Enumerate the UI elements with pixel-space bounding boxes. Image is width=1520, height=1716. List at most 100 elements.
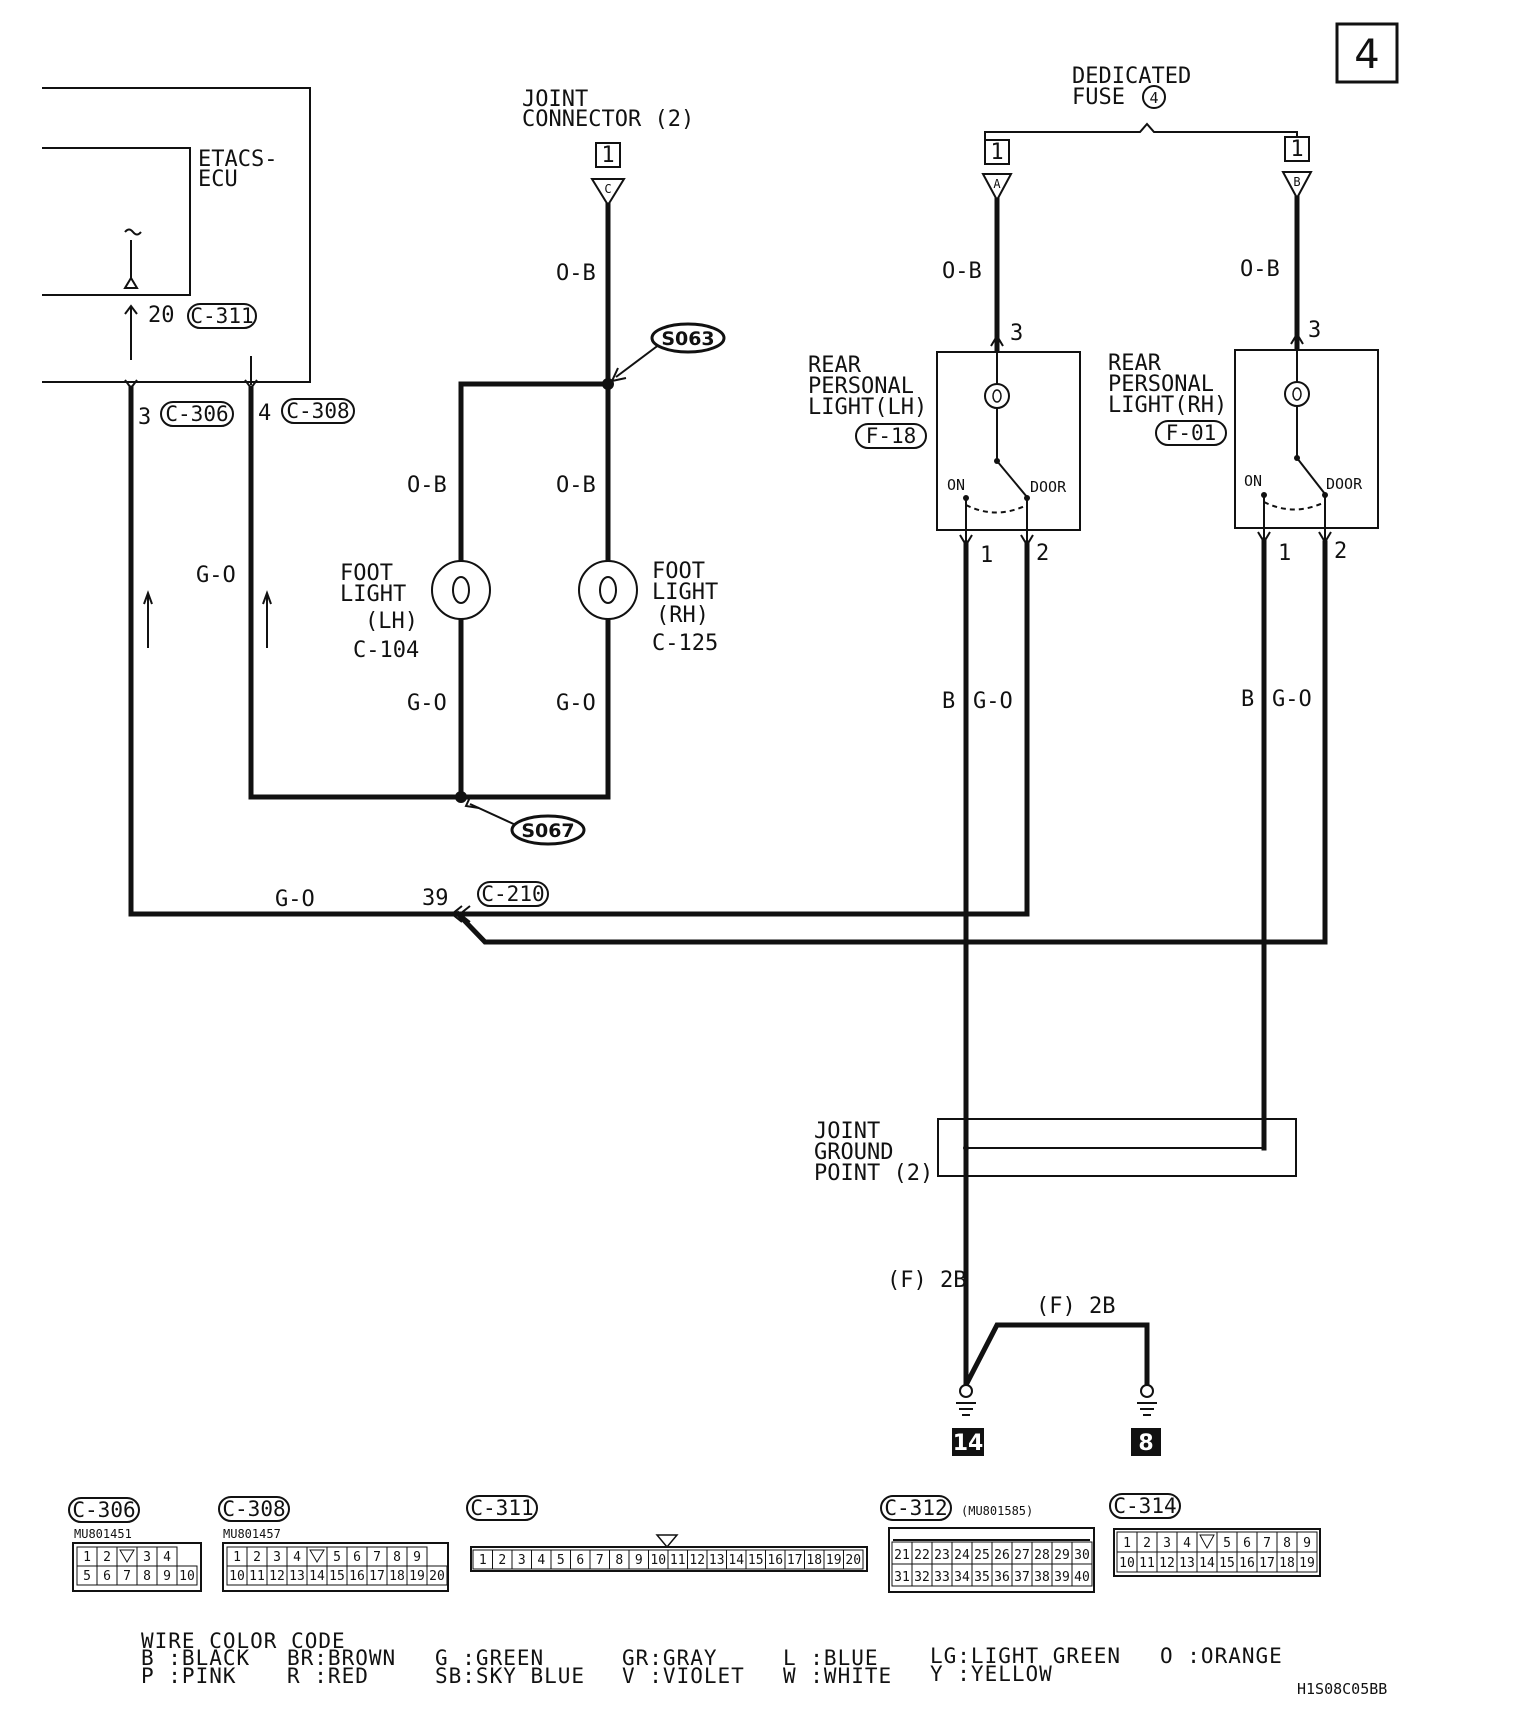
connector-cell-label: 6 (576, 1553, 584, 1568)
connector-cell-label: 10 (1119, 1556, 1135, 1571)
fuse-pin-b: B (1293, 175, 1300, 189)
connector-cell-label: 15 (1219, 1556, 1235, 1571)
legend-sb: SB:SKY BLUE (435, 1664, 585, 1688)
wire-label-b-rh: B (1241, 687, 1254, 712)
rear-rh-on: ON (1244, 472, 1262, 490)
connector-cell-label: 6 (1243, 1536, 1251, 1551)
connector-cell-label: 30 (1074, 1548, 1090, 1563)
foot-rh-line1: FOOT (652, 559, 705, 584)
rear-lh-line2: PERSONAL (808, 374, 914, 399)
c308-part: MU801457 (223, 1527, 281, 1541)
bulb-icon (1292, 387, 1302, 401)
rear-rh-pin2: 2 (1334, 539, 1347, 564)
wire-label-ob-joint: O-B (556, 261, 596, 286)
connector-cell-label: 4 (1183, 1536, 1191, 1551)
connector-cell-label: 2 (1143, 1536, 1151, 1551)
connector-key-icon (119, 1549, 135, 1563)
c312-part: (MU801585) (961, 1504, 1033, 1518)
connector-cell-label: 10 (650, 1553, 666, 1568)
connector-cell-label: 14 (728, 1553, 744, 1568)
connector-cell-label: 9 (413, 1550, 421, 1565)
rear-lh-pin3: 3 (1010, 321, 1023, 346)
rear-rh-connector: F-01 (1166, 421, 1217, 445)
connector-cell-label: 10 (229, 1569, 245, 1584)
legend-p: P :PINK (141, 1664, 237, 1688)
rear-lh-on: ON (947, 476, 965, 494)
wire-label-ob-rear-lh: O-B (942, 259, 982, 284)
wire-label-go-rh: G-O (1272, 687, 1312, 712)
rear-rh-door: DOOR (1326, 475, 1363, 493)
connector-cell-label: 1 (83, 1550, 91, 1565)
jgp-line2: GROUND (814, 1140, 893, 1165)
connector-cell-label: 26 (994, 1548, 1010, 1563)
c306-part: MU801451 (74, 1527, 132, 1541)
connector-cell-label: 16 (349, 1569, 365, 1584)
connector-cell-label: 4 (537, 1553, 545, 1568)
connector-cell-label: 35 (974, 1570, 990, 1585)
splice-s063: S063 (661, 328, 714, 350)
ground-14-label: 14 (953, 1431, 984, 1456)
connector-cell-label: 6 (103, 1569, 111, 1584)
joint-connector-pin: C (604, 182, 611, 196)
rear-rh-pin1: 1 (1278, 541, 1291, 566)
foot-rh-line2: LIGHT (652, 580, 718, 605)
connector-cell-label: 12 (269, 1569, 285, 1584)
connector-key-icon (1199, 1534, 1215, 1550)
connector-cell-label: 18 (389, 1569, 405, 1584)
rear-lh-pin2: 2 (1036, 541, 1049, 566)
c308-face-name: C-308 (222, 1497, 285, 1521)
connector-cell-label: 18 (806, 1553, 822, 1568)
connector-cell-label: 23 (934, 1548, 950, 1563)
connector-cell-label: 3 (143, 1550, 151, 1565)
rear-rh-pin3: 3 (1308, 318, 1321, 343)
foot-light-lh: FOOT LIGHT (LH) C-104 (340, 560, 491, 663)
ground-arrow-icon (123, 276, 139, 289)
etacs-connector-c311: C-311 (190, 304, 253, 328)
connector-cell-label: 13 (289, 1569, 305, 1584)
legend-lg: LG:LIGHT GREEN (930, 1644, 1121, 1668)
connector-cell-label: 8 (1283, 1536, 1291, 1551)
connector-cell-label: 34 (954, 1570, 970, 1585)
etacs-connector-c306: C-306 (165, 402, 228, 426)
connector-cell-label: 29 (1054, 1548, 1070, 1563)
rear-rh-line3: LIGHT(RH) (1108, 393, 1227, 418)
wire-label-go-lh: G-O (973, 689, 1013, 714)
legend-b: B :BLACK (141, 1646, 250, 1670)
jgp-line1: JOINT (814, 1119, 880, 1144)
foot-light-rh: FOOT LIGHT (RH) C-125 (578, 559, 718, 656)
legend-gr: GR:GRAY (622, 1646, 718, 1670)
connector-cell-label: 22 (914, 1548, 930, 1563)
wire-color-code-legend: WIRE COLOR CODE B :BLACK BR:BROWN G :GRE… (141, 1629, 1282, 1688)
joint-connector: JOINT CONNECTOR (2) 1 C (522, 87, 694, 207)
connector-cell-label: 33 (934, 1570, 950, 1585)
connector-cell-label: 5 (83, 1569, 91, 1584)
legend-y: Y :YELLOW (930, 1662, 1053, 1686)
reference-code: H1S08C05BB (1297, 1680, 1387, 1698)
etacs-pin-20: 20 (148, 303, 175, 328)
connector-cell-label: 37 (1014, 1570, 1030, 1585)
connector-cell (176, 1565, 198, 1586)
connector-cell-label: 15 (748, 1553, 764, 1568)
current-arrow-icon (143, 590, 272, 648)
connector-cell-label: 10 (179, 1569, 195, 1584)
connector-cell-label: 39 (1054, 1570, 1070, 1585)
connector-cell-label: 20 (845, 1553, 861, 1568)
connector-cell-label: 19 (409, 1569, 425, 1584)
connector-cell-label: 16 (1239, 1556, 1255, 1571)
connector-cell-label: 18 (1279, 1556, 1295, 1571)
connector-cell-label: 1 (233, 1550, 241, 1565)
connector-cell-label: 1 (479, 1553, 487, 1568)
c210-connector: C-210 (481, 882, 544, 906)
legend-g: G :GREEN (435, 1646, 544, 1670)
splice-s067: S067 (521, 820, 574, 842)
rear-lh-door: DOOR (1030, 478, 1067, 496)
c210-pin: 39 (422, 886, 449, 911)
rear-rh-line2: PERSONAL (1108, 372, 1214, 397)
legend-l: L :BLUE (783, 1646, 879, 1670)
c311-face-name: C-311 (470, 1496, 533, 1520)
connector-cell-label: 24 (954, 1548, 970, 1563)
